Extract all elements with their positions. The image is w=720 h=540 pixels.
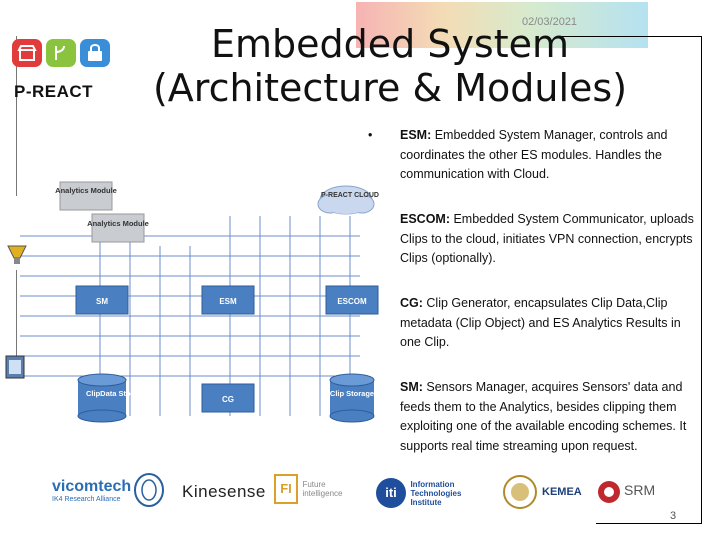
kemea-logo: KEMEA — [542, 486, 582, 498]
film-icon — [5, 355, 25, 379]
slide-title: Embedded System (Architecture & Modules) — [150, 22, 630, 110]
bullet-key: SM: — [400, 380, 423, 394]
lock-icon-shackle — [90, 44, 100, 51]
analytics-module-2-box — [91, 213, 145, 243]
cloud-label: P-REACT CLOUD — [321, 192, 379, 199]
bullet-text: Embedded System Communicator, uploads Cl… — [400, 212, 694, 265]
kemea-emblem-icon — [503, 475, 537, 509]
logo-text: P-REACT — [14, 82, 94, 101]
cg-label: CG — [222, 395, 234, 404]
bullet-sm: SM: Sensors Manager, acquires Sensors' d… — [368, 378, 698, 456]
cg-box — [201, 383, 255, 413]
shop-icon-glyph — [17, 45, 37, 61]
clip-storage-label: Clip Storage — [330, 389, 374, 398]
clipdata-storage-cylinder — [77, 373, 127, 423]
esm-label: ESM — [219, 297, 237, 306]
future-intelligence-logo: FI Future intelligence — [274, 474, 344, 504]
iti-logo: iti Information Technologies Institute — [376, 478, 462, 508]
cloud-icon — [317, 185, 375, 215]
frame-line-left — [16, 36, 17, 196]
branch-icon — [46, 39, 76, 67]
astess-logo — [134, 473, 164, 507]
partner-logos: vicomtech IK4 Research Alliance Kinesens… — [40, 470, 660, 516]
bullet-text: Embedded System Manager, controls and co… — [400, 128, 668, 181]
srm-logo: SRM — [624, 482, 656, 498]
vicomtech-sub: IK4 Research Alliance — [52, 496, 121, 503]
sm-label: SM — [96, 297, 108, 306]
srm-emblem-icon — [598, 481, 620, 503]
frame-line-top — [560, 36, 702, 37]
bullet-cg: CG: Clip Generator, encapsulates Clip Da… — [368, 294, 698, 353]
iti-mark: iti — [376, 478, 406, 508]
clipdata-storage-label: ClipData Storage — [86, 389, 146, 398]
decorative-gradient-strip — [356, 2, 648, 48]
bullet-text: Clip Generator, encapsulates Clip Data,C… — [400, 296, 681, 349]
analytics-module-2-label: Analytics Module — [87, 219, 149, 228]
fi-mark: FI — [274, 474, 298, 504]
vicomtech-logo: vicomtech IK4 Research Alliance — [52, 478, 131, 503]
lock-icon-body — [88, 51, 102, 61]
bullet-text: Sensors Manager, acquires Sensors' data … — [400, 380, 687, 453]
title-line-1: Embedded System — [210, 22, 570, 66]
esm-box — [201, 285, 255, 315]
frame-line-bottom — [596, 523, 702, 524]
future-intelligence-name: Future intelligence — [302, 480, 343, 498]
logo-icons — [12, 39, 110, 67]
connection-lines — [20, 216, 360, 416]
architecture-diagram: Analytics Module Analytics Module P-REAC… — [5, 181, 379, 423]
camera-icon — [7, 245, 27, 264]
frame-line-left-lower — [16, 270, 17, 360]
escom-box — [325, 285, 379, 315]
analytics-module-1-label: Analytics Module — [55, 186, 117, 195]
page-number: 3 — [670, 510, 677, 522]
analytics-module-1-box — [59, 181, 113, 211]
frame-line-right — [701, 36, 702, 524]
bullet-key: CG: — [400, 296, 423, 310]
branch-icon-glyph — [55, 45, 65, 60]
vicomtech-name: vicomtech — [52, 478, 132, 495]
bullet-key: ESCOM: — [400, 212, 450, 226]
bullet-escom: ESCOM: Embedded System Communicator, upl… — [368, 210, 698, 269]
shop-icon — [12, 39, 42, 67]
bullet-esm: • ESM: Embedded System Manager, controls… — [368, 126, 698, 185]
bullet-key: ESM: — [400, 128, 432, 142]
title-line-2: (Architecture & Modules) — [152, 66, 628, 110]
escom-label: ESCOM — [337, 297, 367, 306]
iti-full-name: Information Technologies Institute — [410, 479, 462, 507]
p-react-logo: P-REACT — [10, 36, 112, 106]
kinesense-logo: Kinesense — [182, 482, 266, 501]
clip-storage-cylinder — [329, 373, 375, 423]
sm-box — [75, 285, 129, 315]
slide-date: 02/03/2021 — [522, 16, 578, 28]
bullet-symbol: • — [368, 128, 373, 142]
